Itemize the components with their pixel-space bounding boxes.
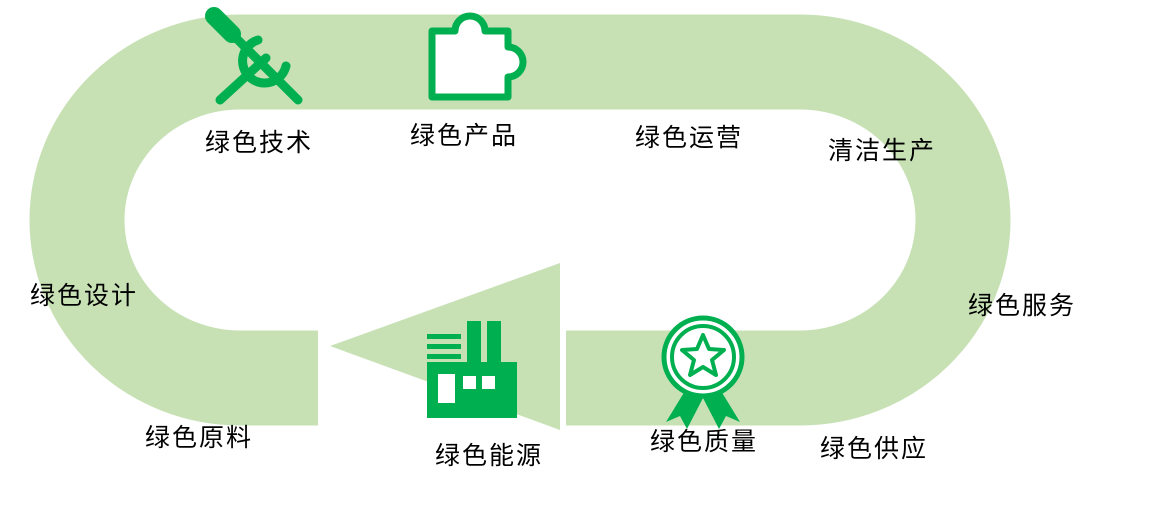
tools-icon xyxy=(205,7,303,105)
medal-icon xyxy=(661,315,745,429)
label-green-service: 绿色服务 xyxy=(968,293,1077,320)
label-green-product: 绿色产品 xyxy=(410,123,519,150)
label-green-design: 绿色设计 xyxy=(30,283,139,310)
factory-icon xyxy=(427,321,517,418)
puzzle-icon xyxy=(428,12,527,101)
label-green-energy: 绿色能源 xyxy=(435,443,544,470)
label-green-technology: 绿色技术 xyxy=(205,130,314,157)
label-green-raw-material: 绿色原料 xyxy=(145,425,254,452)
label-green-operations: 绿色运营 xyxy=(635,125,744,152)
label-green-supply: 绿色供应 xyxy=(820,436,929,463)
label-green-quality: 绿色质量 xyxy=(650,429,759,456)
label-clean-production: 清洁生产 xyxy=(828,138,937,165)
